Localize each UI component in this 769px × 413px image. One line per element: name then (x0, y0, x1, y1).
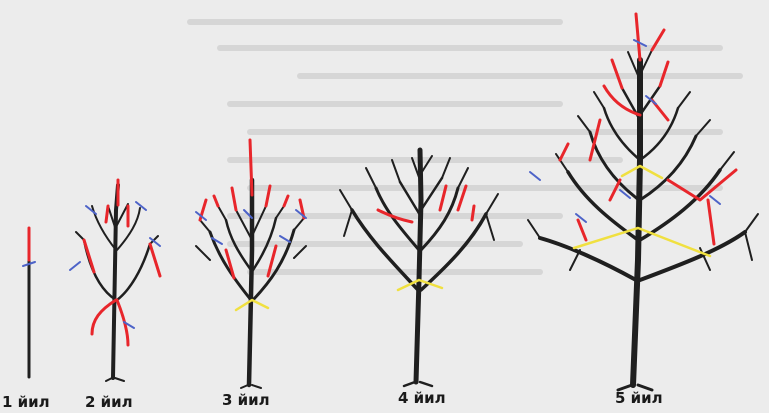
label-year-1: 1 йил (2, 393, 50, 411)
tree-year-1 (23, 228, 35, 377)
tree-year-2 (70, 180, 160, 381)
tree-year-3 (196, 140, 306, 388)
label-year-2: 2 йил (85, 393, 133, 411)
label-year-4: 4 йил (398, 389, 446, 407)
label-year-5: 5 йил (615, 389, 663, 407)
tree-year-5 (528, 14, 758, 390)
label-year-3: 3 йил (222, 391, 270, 409)
tree-year-4 (340, 150, 498, 386)
